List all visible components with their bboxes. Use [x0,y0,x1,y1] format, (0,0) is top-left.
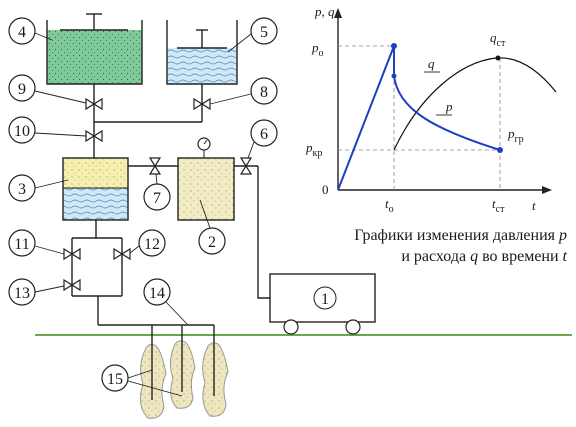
label-12: 12 [129,229,166,257]
label-8: 8 [209,77,278,105]
valve-6 [239,157,253,175]
tank-5 [166,20,238,85]
tank-3 [62,157,129,221]
label-7-text: 7 [153,190,161,207]
p0-label: pо [311,40,324,59]
label-12-text: 12 [144,236,160,253]
origin-label: 0 [322,182,329,197]
label-5: 5 [227,17,278,53]
label-5-text: 5 [260,24,268,41]
valve-12 [113,247,131,261]
x-axis-arrow-icon [542,186,552,194]
graph-caption: Графики изменения давления p и расхода q… [354,227,567,265]
tank-2 [177,137,235,221]
pressure-flow-graph: p, q t 0 pо pкр tо tст q p qст pгр [305,4,557,215]
caption-line-2: и расхода q во времени t [401,248,567,265]
label-15-text: 15 [107,371,123,388]
valve-9 [85,97,103,111]
label-3: 3 [8,174,69,202]
label-6: 6 [247,119,278,159]
q-curve [393,57,557,151]
label-2-text: 2 [208,234,216,251]
valve-13 [63,278,81,292]
q-curve-label: q [428,56,435,71]
label-1: 1 [321,291,329,308]
p0-point [391,43,397,49]
label-9: 9 [8,74,87,104]
label-15: 15 [101,364,183,397]
pgr-point [497,147,503,153]
label-9-text: 9 [18,81,26,98]
label-10: 10 [8,116,87,144]
tst-label: tст [492,196,505,215]
p-curve-label: p [445,99,453,114]
label-10-text: 10 [14,123,30,140]
pump-unit-1 [269,273,376,335]
label-13: 13 [8,278,65,306]
p-curve [337,45,501,191]
valve-11 [63,247,81,261]
label-3-text: 3 [18,181,26,198]
valve-7 [148,157,162,175]
label-6-text: 6 [260,126,268,143]
qst-point [495,55,501,61]
t0-label: tо [385,196,394,215]
pkr-label: pкр [305,140,322,159]
qst-label: qст [490,30,506,49]
label-2: 2 [198,199,226,255]
label-14: 14 [143,278,189,326]
x-axis-label: t [532,198,536,213]
label-8-text: 8 [260,84,268,101]
valve-8 [193,97,211,111]
label-1-text: 1 [321,291,329,308]
wells-15 [139,340,229,419]
tank-4 [46,13,143,85]
caption-line-1: Графики изменения давления p [354,227,567,244]
pgr-label: pгр [507,126,524,145]
label-11-text: 11 [14,236,29,253]
valve-10 [85,129,103,143]
label-4: 4 [8,17,53,45]
label-14-text: 14 [149,285,165,302]
y-axis-arrow-icon [334,8,342,18]
label-4-text: 4 [18,24,26,41]
label-11: 11 [8,229,65,257]
label-7: 7 [143,173,171,211]
label-13-text: 13 [14,285,30,302]
y-axis-label: p, q [314,4,335,19]
